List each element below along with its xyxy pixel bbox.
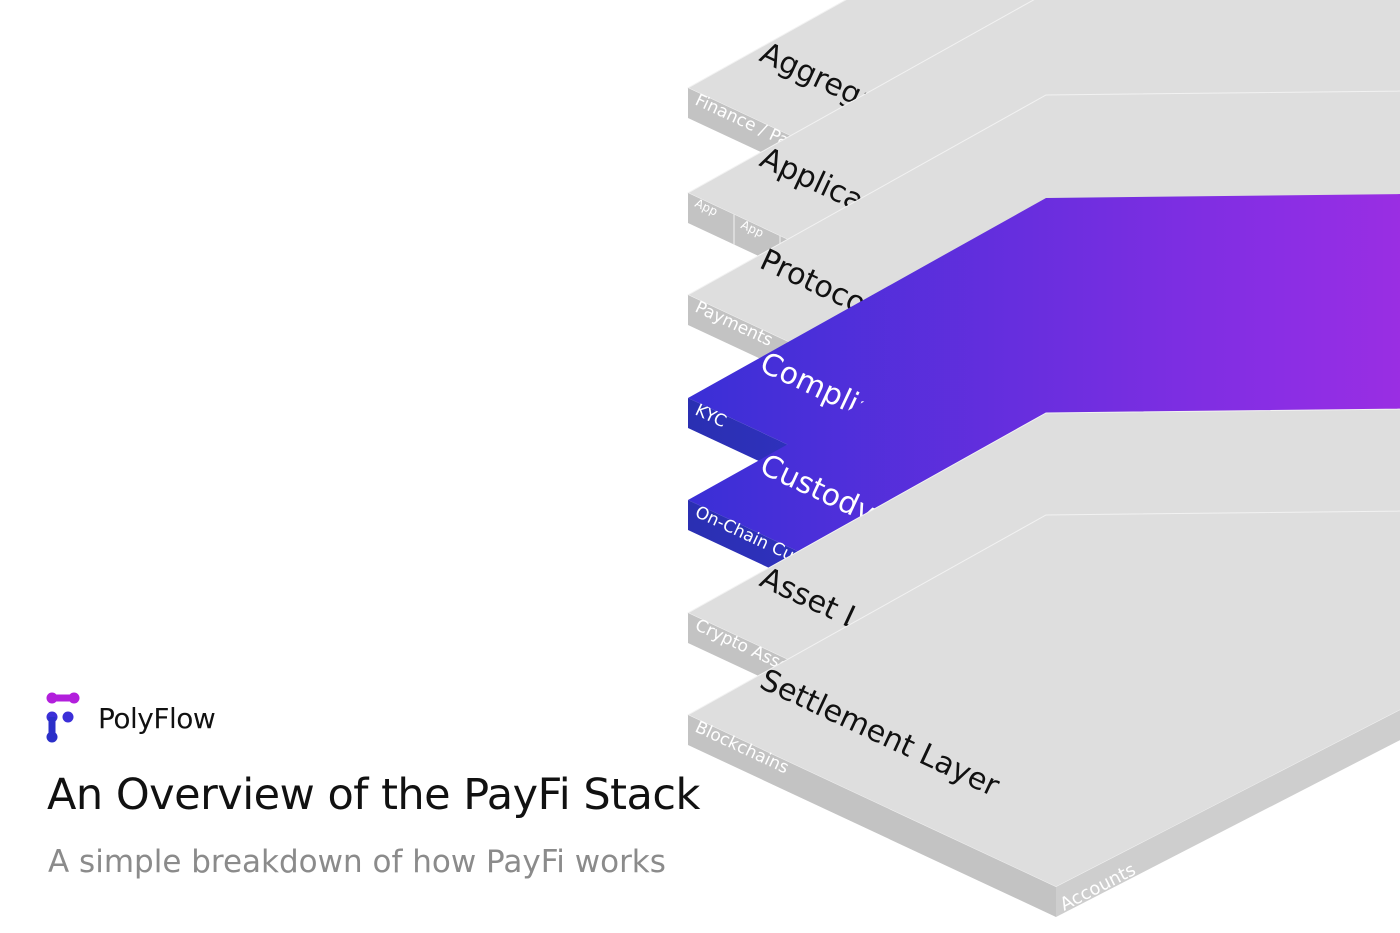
page-title: An Overview of the PayFi Stack [47, 770, 700, 820]
brand: PolyFlow [46, 692, 216, 744]
page-subtitle: A simple breakdown of how PayFi works [48, 844, 666, 880]
layer-top-face [686, 510, 1400, 888]
layer-right-face [1056, 710, 1400, 917]
brand-name: PolyFlow [98, 701, 216, 735]
polyflow-logo-icon [46, 692, 80, 743]
layer-left-face [688, 715, 1056, 917]
